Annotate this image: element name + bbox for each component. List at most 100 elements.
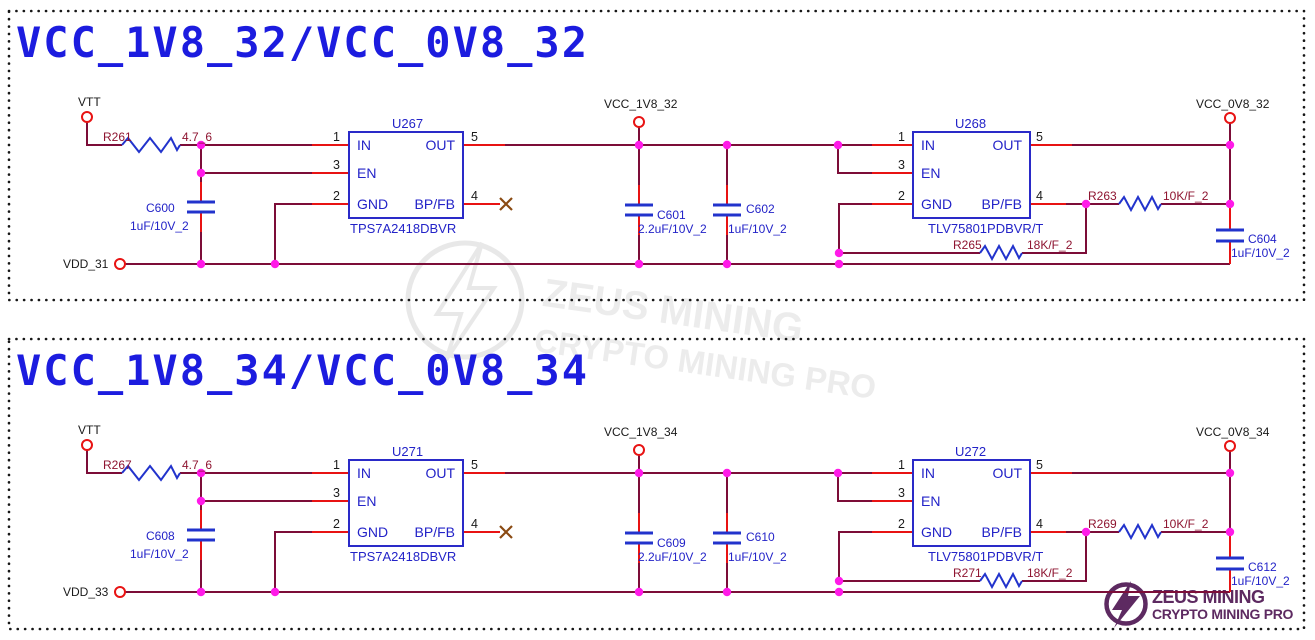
pin-name-en: EN <box>921 493 940 509</box>
r-in-ref: R261 <box>103 130 132 144</box>
c-out-ref: C612 <box>1248 560 1277 574</box>
net-label-gnd: VDD_31 <box>63 257 109 271</box>
pin-name-out: OUT <box>992 465 1022 481</box>
net-label-input: VTT <box>78 95 101 109</box>
pin-name-out: OUT <box>425 465 455 481</box>
pin-name-gnd: GND <box>921 524 952 540</box>
pin-name-in: IN <box>357 137 371 153</box>
terminal-vtt <box>81 111 93 123</box>
c-mid1-value: 2.2uF/10V_2 <box>638 222 707 236</box>
pin-name-gnd: GND <box>921 196 952 212</box>
terminal-vcc-mid <box>633 116 645 128</box>
pin-number-4: 4 <box>471 517 478 531</box>
pin-number-1: 1 <box>898 130 905 144</box>
pin-number-1: 1 <box>333 130 340 144</box>
r-in-value: 4.7_6 <box>182 458 212 472</box>
page-title: VCC_1V8_34/VCC_0V8_34 <box>16 346 589 395</box>
regulator2-part: TLV75801PDBVR/T <box>928 221 1043 236</box>
pin-number-4: 4 <box>1036 189 1043 203</box>
net-label-gnd: VDD_33 <box>63 585 109 599</box>
pin-stubs <box>200 472 1231 592</box>
c-in-value: 1uF/10V_2 <box>130 547 189 561</box>
pin-name-out: OUT <box>992 137 1022 153</box>
r-fb-bot-ref: R271 <box>953 566 982 580</box>
pin-number-5: 5 <box>1036 130 1043 144</box>
net-label-input: VTT <box>78 423 101 437</box>
r-fb-top-ref: R263 <box>1088 189 1117 203</box>
c-mid2-value: 1uF/10V_2 <box>728 550 787 564</box>
r-fb-top-value: 10K/F_2 <box>1163 517 1209 531</box>
regulator1-part: TPS7A2418DBVR <box>350 549 456 564</box>
pin-name-in: IN <box>921 137 935 153</box>
c-out-value: 1uF/10V_2 <box>1231 246 1290 260</box>
net-wires <box>86 450 1231 593</box>
page-title: VCC_1V8_32/VCC_0V8_32 <box>16 18 589 67</box>
r-fb-bot-value: 18K/F_2 <box>1027 566 1073 580</box>
pin-number-2: 2 <box>898 189 905 203</box>
regulator1-ref: U267 <box>392 116 423 131</box>
c-mid1-ref: C609 <box>657 536 686 550</box>
pin-number-2: 2 <box>333 517 340 531</box>
pin-name-fb: BP/FB <box>982 196 1022 212</box>
resistor-r-in-zigzag <box>121 464 181 482</box>
c-mid1-ref: C601 <box>657 208 686 222</box>
c-mid2-ref: C602 <box>746 202 775 216</box>
pin-name-fb: BP/FB <box>415 196 455 212</box>
terminal-vdd <box>114 258 126 270</box>
r-in-ref: R267 <box>103 458 132 472</box>
pin-name-fb: BP/FB <box>415 524 455 540</box>
regulator2-ref: U272 <box>955 444 986 459</box>
r-fb-bot-value: 18K/F_2 <box>1027 238 1073 252</box>
pin-number-3: 3 <box>898 486 905 500</box>
capacitor-plates <box>187 528 1244 571</box>
zeus-logo-bolt-icon <box>1112 581 1140 628</box>
c-in-ref: C608 <box>146 529 175 543</box>
pin-stubs <box>200 144 1231 264</box>
pin-name-en: EN <box>357 493 376 509</box>
resistor-r-fb-bot-zigzag <box>979 571 1023 590</box>
pin-number-3: 3 <box>898 158 905 172</box>
pin-name-gnd: GND <box>357 196 388 212</box>
regulator2-part: TLV75801PDBVR/T <box>928 549 1043 564</box>
zeus-logo: ZEUS MINING CRYPTO MINING PRO <box>1104 581 1294 628</box>
pin-number-3: 3 <box>333 486 340 500</box>
r-fb-top-ref: R269 <box>1088 517 1117 531</box>
regulator1-ref: U271 <box>392 444 423 459</box>
c-mid1-value: 2.2uF/10V_2 <box>638 550 707 564</box>
pin-name-en: EN <box>357 165 376 181</box>
junction-dots <box>196 468 1235 597</box>
r-fb-bot-ref: R265 <box>953 238 982 252</box>
pin-number-5: 5 <box>471 130 478 144</box>
zeus-logo-line2: CRYPTO MINING PRO <box>1152 606 1294 622</box>
r-in-value: 4.7_6 <box>182 130 212 144</box>
regulator1-part: TPS7A2418DBVR <box>350 221 456 236</box>
net-label-output: VCC_0V8_32 <box>1196 97 1270 111</box>
regulator2-body <box>912 459 1031 547</box>
pin-name-gnd: GND <box>357 524 388 540</box>
resistor-r-fb-top-zigzag <box>1118 194 1162 213</box>
net-label-output: VCC_0V8_34 <box>1196 425 1270 439</box>
terminal-vcc-out <box>1224 440 1236 452</box>
terminal-vcc-out <box>1224 112 1236 124</box>
no-connect-x-icon <box>499 525 513 539</box>
capacitor-plates <box>187 200 1244 243</box>
terminal-vtt <box>81 439 93 451</box>
pin-name-in: IN <box>921 465 935 481</box>
pin-name-in: IN <box>357 465 371 481</box>
junction-dots <box>196 140 1235 269</box>
pin-name-fb: BP/FB <box>982 524 1022 540</box>
c-out-ref: C604 <box>1248 232 1277 246</box>
c-mid2-value: 1uF/10V_2 <box>728 222 787 236</box>
resistor-r-in-zigzag <box>121 136 181 154</box>
no-connect-x-icon <box>499 197 513 211</box>
pin-number-2: 2 <box>898 517 905 531</box>
r-fb-top-value: 10K/F_2 <box>1163 189 1209 203</box>
pin-number-5: 5 <box>471 458 478 472</box>
pin-number-5: 5 <box>1036 458 1043 472</box>
c-out-value: 1uF/10V_2 <box>1231 574 1290 588</box>
pin-name-out: OUT <box>425 137 455 153</box>
